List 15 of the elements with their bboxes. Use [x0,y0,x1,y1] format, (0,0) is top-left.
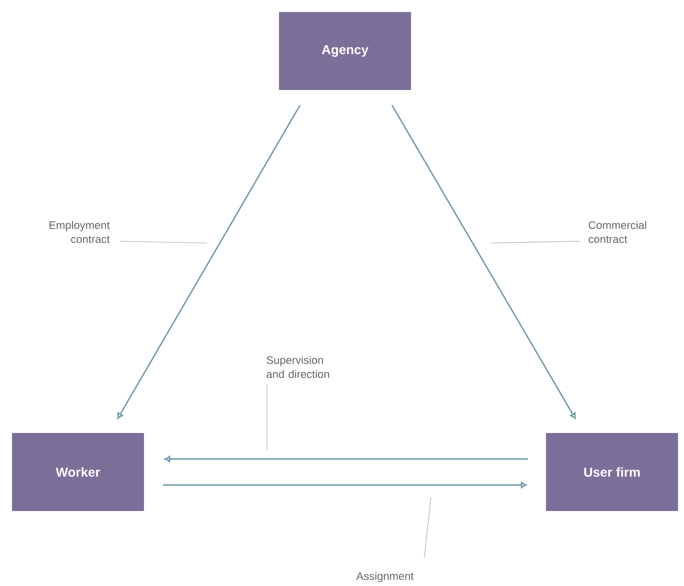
label-text: Employment contract [50,220,110,244]
arrow [164,456,528,462]
leader-line [120,240,208,244]
arrow [117,104,301,419]
arrow [163,482,527,488]
leader-line [266,384,268,450]
process-box: Worker [12,433,144,511]
label-text: Assignment [356,572,414,582]
process-box: User firm [546,433,678,511]
arrow [391,104,576,419]
label-text: Supervision and direction [266,356,330,378]
leader-line [424,496,432,558]
leader-line [490,240,580,244]
process-box: Agency [279,12,411,90]
label-text: Commercial contract [588,220,646,244]
